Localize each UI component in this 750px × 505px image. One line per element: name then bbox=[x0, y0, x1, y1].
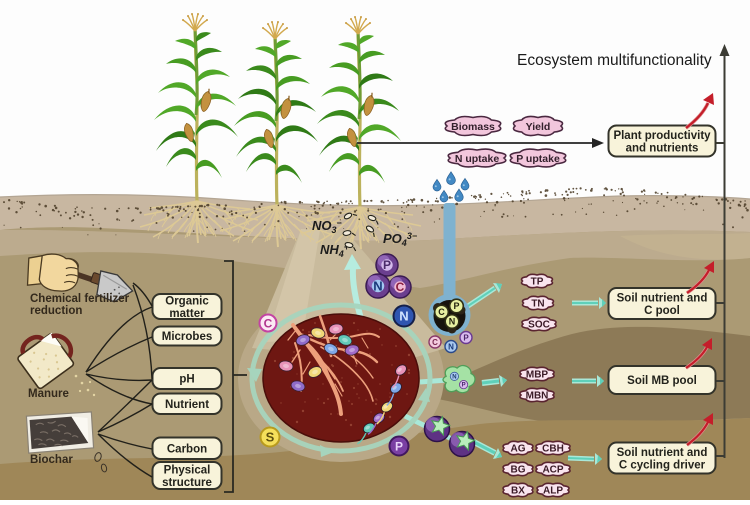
svg-text:ACP: ACP bbox=[542, 465, 563, 476]
svg-text:ALP: ALP bbox=[543, 486, 563, 497]
svg-text:BG: BG bbox=[511, 465, 526, 476]
svg-text:N: N bbox=[399, 309, 408, 324]
svg-text:and nutrients: and nutrients bbox=[626, 142, 699, 154]
svg-text:C: C bbox=[264, 316, 273, 330]
svg-text:Nutrient: Nutrient bbox=[165, 399, 209, 411]
svg-text:MBP: MBP bbox=[526, 370, 549, 381]
svg-text:Carbon: Carbon bbox=[167, 443, 207, 455]
svg-text:Yield: Yield bbox=[526, 121, 551, 133]
svg-text:P: P bbox=[463, 333, 469, 342]
svg-text:Soil nutrient and: Soil nutrient and bbox=[617, 447, 708, 459]
svg-text:Chemical fertilizer: Chemical fertilizer bbox=[30, 293, 130, 305]
svg-text:Manure: Manure bbox=[28, 388, 69, 400]
svg-text:N uptake: N uptake bbox=[455, 153, 500, 165]
svg-text:N: N bbox=[373, 279, 382, 294]
svg-text:matter: matter bbox=[169, 308, 205, 320]
svg-text:MBN: MBN bbox=[526, 391, 549, 402]
svg-text:pH: pH bbox=[179, 374, 194, 386]
svg-text:P: P bbox=[462, 383, 466, 389]
svg-text:TP: TP bbox=[531, 277, 544, 288]
svg-text:Soil MB pool: Soil MB pool bbox=[627, 375, 697, 387]
svg-text:N: N bbox=[449, 317, 456, 327]
svg-text:S: S bbox=[266, 430, 275, 445]
svg-text:CBH: CBH bbox=[542, 444, 564, 455]
svg-text:BX: BX bbox=[511, 486, 525, 497]
svg-text:Biomass: Biomass bbox=[451, 121, 495, 133]
svg-text:C: C bbox=[438, 307, 445, 317]
svg-text:P: P bbox=[383, 258, 391, 272]
svg-text:P uptake: P uptake bbox=[516, 153, 560, 165]
svg-text:Ecosystem multifunctionality: Ecosystem multifunctionality bbox=[517, 52, 712, 69]
svg-text:Plant productivity: Plant productivity bbox=[613, 130, 711, 142]
svg-text:C: C bbox=[432, 338, 438, 347]
svg-text:TN: TN bbox=[531, 299, 544, 310]
svg-text:Biochar: Biochar bbox=[30, 454, 73, 466]
svg-text:P: P bbox=[395, 439, 403, 453]
svg-text:structure: structure bbox=[162, 477, 212, 489]
svg-text:AG: AG bbox=[511, 444, 526, 455]
svg-text:N: N bbox=[452, 374, 456, 380]
svg-text:reduction: reduction bbox=[30, 305, 82, 317]
svg-text:Organic: Organic bbox=[165, 295, 209, 307]
svg-text:C cycling driver: C cycling driver bbox=[619, 459, 706, 471]
svg-text:P: P bbox=[453, 301, 459, 311]
svg-text:C pool: C pool bbox=[644, 305, 680, 317]
svg-text:Microbes: Microbes bbox=[162, 331, 213, 343]
svg-text:C: C bbox=[396, 280, 405, 294]
svg-text:Physical: Physical bbox=[164, 464, 211, 476]
svg-text:Soil nutrient and: Soil nutrient and bbox=[617, 292, 708, 304]
svg-text:SOC: SOC bbox=[528, 320, 550, 331]
svg-text:N: N bbox=[448, 342, 454, 351]
